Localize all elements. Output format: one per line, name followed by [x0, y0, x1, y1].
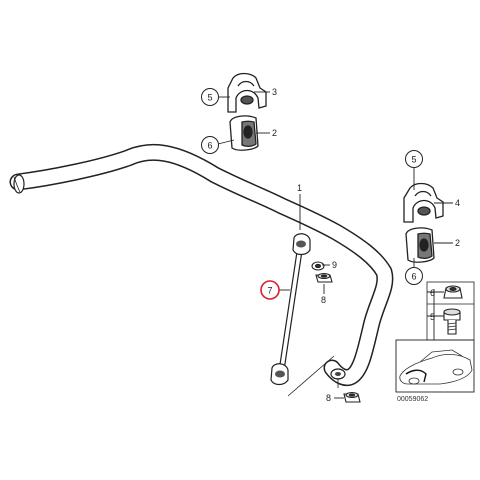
label-9: 9: [332, 260, 337, 270]
nut-part-6-small: [443, 285, 463, 299]
washer-part-9: [311, 261, 325, 271]
callout-6-right: 6: [405, 267, 423, 285]
bushing-part-2-upper: [229, 115, 259, 151]
stabilizer-bar: [9, 143, 394, 387]
svg-text:7: 7: [267, 286, 272, 296]
link-rod-part-7: [270, 233, 311, 386]
label-4: 4: [455, 198, 460, 208]
small-parts-legend: 6 5: [426, 281, 475, 341]
svg-text:6: 6: [207, 141, 212, 151]
svg-text:6: 6: [411, 272, 416, 282]
label-8-upper: 8: [321, 295, 326, 305]
car-icon: [399, 349, 473, 385]
nut-part-8-lower: [343, 391, 361, 403]
label-1: 1: [297, 183, 302, 193]
callout-5-upper: 5: [201, 88, 219, 106]
bushing-part-2-right: [405, 227, 435, 263]
svg-text:5: 5: [411, 155, 416, 165]
callout-5-right: 5: [405, 150, 423, 168]
svg-text:5: 5: [207, 93, 212, 103]
guide-line-lower: [287, 355, 339, 397]
reference-code: 00059062: [397, 396, 428, 403]
label-2-upper: 2: [272, 128, 277, 138]
label-2-right: 2: [455, 238, 460, 248]
callout-7-highlighted: 7: [260, 280, 280, 300]
label-3: 3: [272, 87, 277, 97]
leader-lines: [217, 91, 453, 399]
vehicle-location-inset: 00059062: [395, 339, 475, 403]
label-5-small: 5: [430, 312, 435, 322]
bracket-part-3: [227, 72, 267, 113]
bracket-part-4: [403, 182, 444, 223]
label-6-small: 6: [430, 288, 435, 298]
bolt-part-5-small: [443, 308, 461, 335]
callout-6-upper: 6: [201, 136, 219, 154]
nut-part-8-upper: [315, 272, 333, 283]
label-8-lower: 8: [326, 393, 331, 403]
